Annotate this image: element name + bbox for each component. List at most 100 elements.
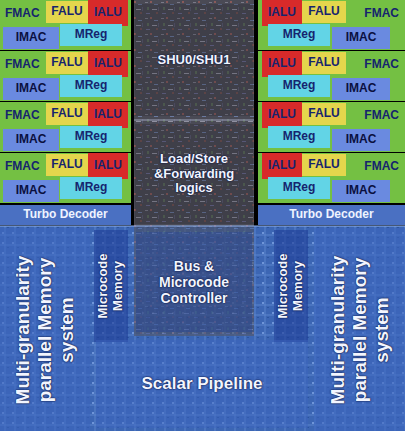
die-region: IMAC — [3, 27, 59, 49]
region-label: IALU — [268, 159, 296, 173]
region-label: Microcode Memory — [96, 234, 126, 338]
region-label: IMAC — [346, 133, 377, 147]
die-region: MReg — [60, 177, 122, 199]
die-region: FALU — [46, 52, 88, 74]
region-label: MReg — [283, 28, 316, 42]
region-label: MReg — [75, 79, 108, 93]
die-region: IMAC — [3, 129, 59, 151]
divider-line — [134, 120, 254, 121]
die-region: FALU — [302, 103, 346, 125]
region-label: Scalar Pipeline — [142, 374, 263, 394]
die-region: Multi-granularity parallel Memory system — [314, 228, 405, 431]
region-label: IALU — [94, 159, 122, 173]
die-region: MReg — [268, 126, 330, 148]
die-region: IMAC — [332, 180, 390, 202]
region-label: Microcode Memory — [276, 234, 306, 338]
region-label: FALU — [51, 158, 82, 172]
region-label: FALU — [308, 107, 339, 121]
bus-texture — [134, 226, 254, 336]
region-label: IALU — [268, 57, 296, 71]
die-region: IALU — [262, 153, 302, 179]
die-region: Bus & Microcode Controller — [136, 232, 252, 332]
die-region: Multi-granularity parallel Memory system — [0, 228, 90, 431]
region-label: FALU — [51, 107, 82, 121]
region-label: IALU — [94, 108, 122, 122]
die-region: IALU — [88, 0, 128, 26]
region-label: SHU0/SHU1 — [158, 53, 231, 68]
region-label: FALU — [51, 5, 82, 19]
die-region: IALU — [88, 51, 128, 77]
die-region: FMAC FALU IALU IMAC MReg — [0, 51, 131, 101]
region-label: FMAC — [364, 58, 399, 72]
region-label: FALU — [308, 5, 339, 19]
die-region: FMAC IALU FALU MReg IMAC — [258, 51, 405, 101]
die-region: FALU — [46, 154, 88, 176]
region-label: MReg — [75, 181, 108, 195]
region-label: MReg — [75, 28, 108, 42]
die-region: FMAC FALU IALU IMAC MReg — [0, 0, 131, 50]
die-region: IALU — [88, 102, 128, 128]
region-label: IALU — [94, 6, 122, 20]
die-region: Microcode Memory — [94, 230, 128, 342]
region-label: MReg — [283, 79, 316, 93]
region-label: FMAC — [5, 58, 40, 72]
die-region: SHU0/SHU1 — [135, 4, 253, 116]
die-region: FMACFALUIALUIMACMReg — [0, 153, 131, 203]
region-label: IMAC — [16, 31, 47, 45]
region-label: FMAC — [5, 109, 40, 123]
region-label: Multi-granularity parallel Memory system — [12, 232, 78, 427]
region-label: IALU — [94, 57, 122, 71]
region-label: FMAC — [364, 160, 399, 174]
region-label: IMAC — [16, 184, 47, 198]
die-region: IALU — [262, 102, 302, 128]
die-region: IALU — [88, 153, 128, 179]
die-region: IMAC — [332, 129, 390, 151]
region-label: Multi-granularity parallel Memory system — [327, 232, 393, 427]
die-region: Microcode Memory — [274, 230, 308, 342]
die-region: MReg — [268, 177, 330, 199]
logic-texture — [134, 0, 254, 228]
region-label: MReg — [283, 181, 316, 195]
region-label: IMAC — [16, 133, 47, 147]
die-region: FMAC IALU FALU MReg IMAC — [258, 153, 405, 203]
die-region: MReg — [60, 75, 122, 97]
region-label: FMAC — [5, 7, 40, 21]
die-region: IMAC — [3, 180, 59, 202]
die-region: Load/Store &Forwarding logics — [135, 124, 253, 224]
region-label: Turbo Decoder — [289, 208, 373, 222]
die-region: MReg — [60, 126, 122, 148]
region-label: IMAC — [346, 184, 377, 198]
region-label: IALU — [268, 6, 296, 20]
die-region: IMAC — [332, 78, 390, 100]
die-region: FMAC IALU FALU MReg IMAC — [258, 0, 405, 50]
die-region: FALU — [302, 1, 346, 23]
region-label: FALU — [308, 56, 339, 70]
die-region: Turbo Decoder — [0, 205, 131, 225]
region-label: FALU — [51, 56, 82, 70]
die-region: FMAC FALU IALU IMAC MReg — [0, 102, 131, 152]
region-label: MReg — [283, 130, 316, 144]
divider-line — [0, 226, 405, 227]
region-label: FMAC — [364, 109, 399, 123]
die-region: Scalar Pipeline — [96, 340, 308, 428]
region-label: IMAC — [16, 82, 47, 96]
die-region: FMAC IALU FALU MReg IMAC — [258, 102, 405, 152]
region-label: FALU — [308, 158, 339, 172]
die-region: IALU — [262, 0, 302, 26]
region-label: MReg — [75, 130, 108, 144]
region-label: IALU — [268, 108, 296, 122]
die-region: FALU — [46, 1, 88, 23]
die-region: IMAC — [3, 78, 59, 100]
region-label: IMAC — [346, 31, 377, 45]
region-label: Bus & Microcode Controller — [147, 258, 242, 306]
region-label: Turbo Decoder — [23, 208, 107, 222]
die-region: FALU — [302, 154, 346, 176]
die-region: IMAC — [332, 27, 390, 49]
region-label: FMAC — [364, 7, 399, 21]
region-label: Load/Store &Forwarding logics — [144, 152, 244, 197]
die-region: FALU — [46, 103, 88, 125]
die-region: Turbo Decoder — [258, 205, 405, 225]
region-label: IMAC — [346, 82, 377, 96]
